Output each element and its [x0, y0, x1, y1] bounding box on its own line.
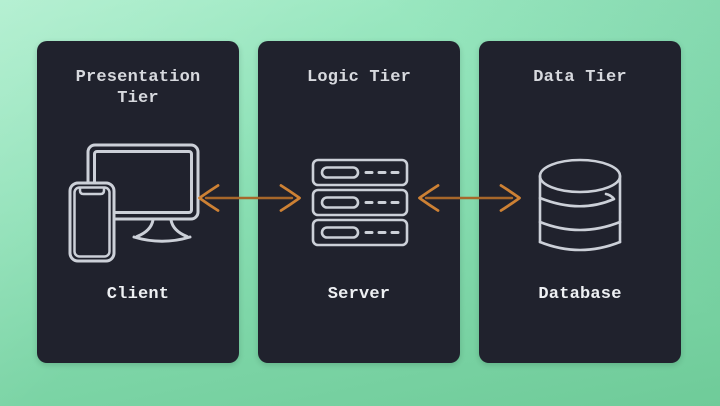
panel-data-tier: Data Tier Database [479, 41, 681, 363]
data-tier-title: Data Tier [533, 68, 627, 87]
client-devices-icon [68, 143, 200, 263]
database-label: Database [538, 285, 622, 304]
server-label: Server [327, 285, 391, 304]
server-stack-icon [311, 158, 409, 247]
client-server-arrow-icon [198, 184, 301, 212]
database-cylinder-icon [538, 158, 622, 252]
server-database-arrow-icon [418, 184, 521, 212]
logic-tier-title: Logic Tier [306, 68, 412, 87]
client-label: Client [106, 285, 170, 304]
presentation-tier-title: Presentation Tier [75, 68, 201, 108]
